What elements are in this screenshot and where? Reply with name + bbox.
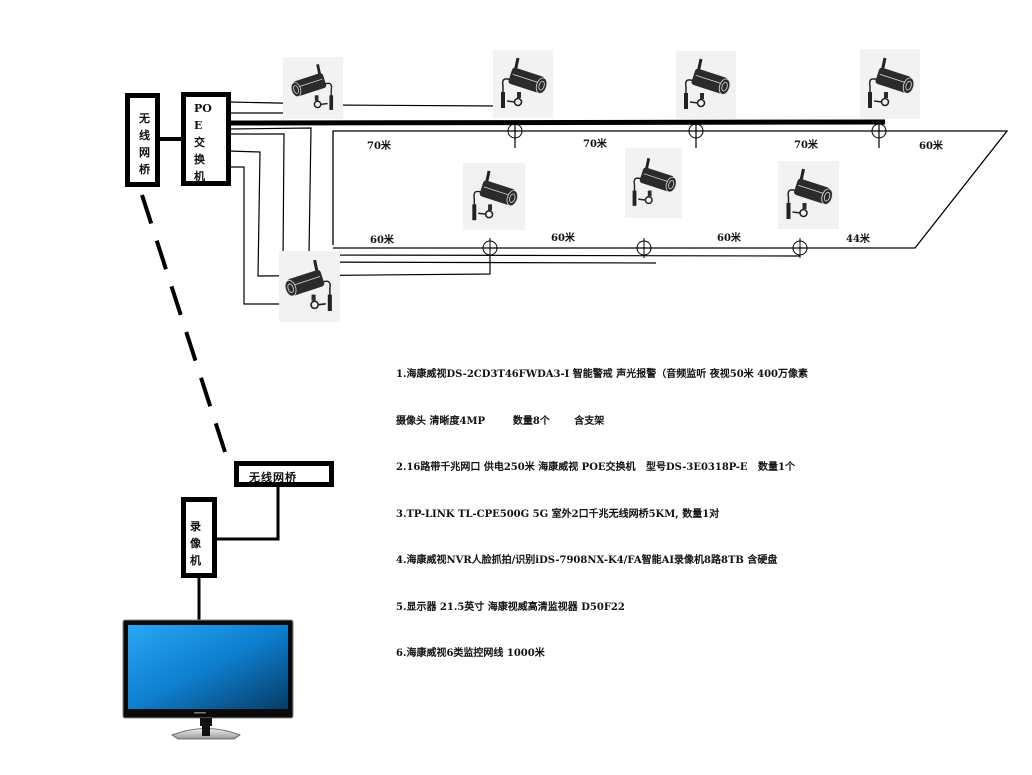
distance-label: 70米 — [367, 141, 391, 152]
security-camera-icon — [786, 168, 833, 219]
security-camera-icon — [501, 57, 548, 108]
poe-switch-label: PO E 交 换 机 — [194, 100, 212, 185]
distance-label: 60米 — [919, 141, 943, 152]
distance-label: 44米 — [846, 234, 870, 245]
camera-3[interactable] — [676, 51, 736, 119]
monitor[interactable] — [122, 618, 294, 740]
security-camera-icon — [472, 170, 518, 221]
wireless-bridge-bottom[interactable]: 无线网桥 — [234, 461, 334, 487]
poe-label-line: 换 — [194, 153, 205, 166]
equipment-list-item: 6.海康威视6类监控网线 1000米 — [396, 648, 545, 659]
camera-1[interactable] — [283, 57, 343, 119]
distance-label: 60米 — [717, 233, 741, 244]
poe-label-line: 机 — [194, 170, 205, 183]
wireless-link-dashed — [140, 194, 227, 453]
wireless-bridge-bottom-label: 无线网桥 — [249, 471, 297, 484]
nvr-label-line: 录 — [190, 520, 201, 533]
equipment-list-item: 摄像头 清晰度4MP 数量8个 含支架 — [396, 415, 605, 427]
cable-cam-2 — [329, 104, 501, 107]
wireless-bridge-top[interactable]: 无线网桥 — [125, 93, 160, 187]
security-camera-icon — [290, 64, 334, 110]
monitor-icon — [122, 619, 294, 740]
equipment-list-item: 5.显示器 21.5英寸 海康视威高清监视器 D50F22 — [396, 601, 625, 613]
cable-route-1 — [228, 127, 801, 257]
poe-label-line: E — [194, 119, 203, 132]
camera-4[interactable] — [860, 49, 920, 119]
cable-route-3 — [228, 150, 491, 277]
trunk-cable — [227, 119, 886, 126]
route-top — [332, 130, 1009, 249]
wireless-bridge-top-label: 无线网桥 — [139, 112, 150, 176]
link-bridge-nvr — [216, 486, 280, 541]
equipment-list-item: 3.TP-LINK TL-CPE500G 5G 室外2口千兆无线网桥5KM, 数… — [396, 508, 720, 520]
security-camera-icon — [284, 259, 332, 311]
equipment-list: 1.海康威视DS-2CD3T46FWDA3-I 智能警戒 声光报警（音频监听 夜… — [396, 336, 808, 693]
nvr-recorder[interactable]: 录 像 机 — [181, 497, 217, 578]
distance-label: 70米 — [583, 139, 607, 150]
cable-route-4 — [229, 166, 310, 305]
camera-6[interactable] — [625, 148, 682, 218]
junction-markers — [482, 121, 887, 258]
camera-5[interactable] — [463, 163, 525, 230]
camera-2[interactable] — [493, 50, 553, 118]
camera-7[interactable] — [778, 161, 839, 229]
poe-switch[interactable]: PO E 交 换 机 — [181, 92, 231, 186]
equipment-list-item: 4.海康威视NVR人脸抓拍/识别iDS-7908NX-K4/FA智能AI录像机8… — [396, 555, 778, 566]
distance-label: 70米 — [794, 140, 818, 151]
nvr-label: 录 像 机 — [190, 518, 201, 569]
camera-8[interactable] — [279, 251, 340, 322]
distance-label: 60米 — [370, 235, 394, 246]
distance-label: 60米 — [551, 233, 575, 244]
poe-label-line: 交 — [194, 136, 205, 149]
security-camera-icon — [868, 57, 915, 108]
equipment-list-item: 2.16路带千兆网口 供电250米 海康威视 POE交换机 型号DS-3E031… — [396, 462, 795, 473]
security-camera-icon — [684, 58, 731, 109]
security-camera-icon — [632, 158, 677, 206]
poe-label-line: PO — [194, 102, 212, 115]
nvr-label-line: 机 — [190, 554, 201, 567]
monitor-screen — [128, 625, 288, 709]
nvr-label-line: 像 — [190, 537, 201, 550]
equipment-list-item: 1.海康威视DS-2CD3T46FWDA3-I 智能警戒 声光报警（音频监听 夜… — [396, 369, 809, 380]
cable-route-2 — [229, 133, 657, 264]
